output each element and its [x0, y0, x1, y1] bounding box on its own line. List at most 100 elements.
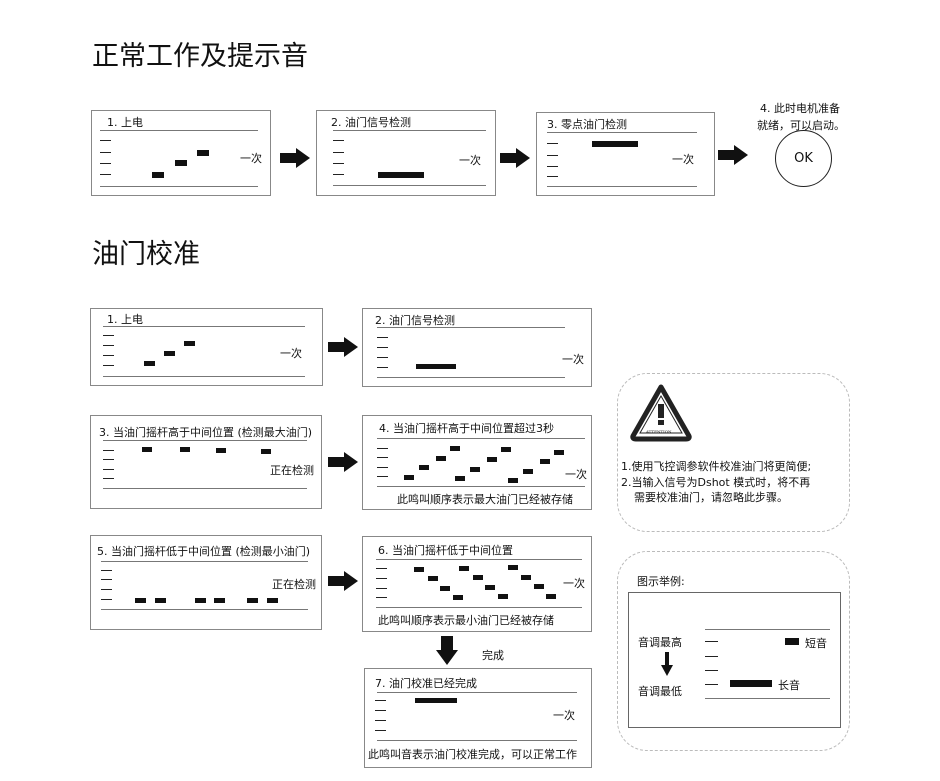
legend-long-label: 长音 — [778, 679, 800, 692]
beep-bar — [415, 698, 457, 703]
calib-step-5-status: 正在检测 — [272, 578, 316, 591]
normal-step-1-title: 1. 上电 — [107, 116, 143, 129]
pitch-level-tick — [103, 459, 114, 460]
beep-bar — [152, 172, 164, 178]
beep-bar — [453, 595, 463, 600]
calib-step-4-caption: 此鸣叫顺序表示最大油门已经被存储 — [397, 493, 573, 506]
normal-step-3-panel — [536, 112, 715, 196]
calib-step-6-caption: 此鸣叫顺序表示最小油门已经被存储 — [378, 614, 554, 627]
staff-top-line — [377, 327, 565, 328]
legend-title: 图示举例: — [637, 575, 685, 588]
calib-step-1-title: 1. 上电 — [107, 313, 143, 326]
pitch-level-tick — [100, 140, 111, 141]
beep-bar — [184, 341, 195, 346]
staff-bottom-line — [377, 377, 565, 378]
beep-bar — [404, 475, 414, 480]
pitch-level-tick — [375, 710, 386, 711]
down-arrow-icon — [436, 650, 458, 665]
beep-bar — [554, 450, 564, 455]
pitch-level-tick — [103, 469, 114, 470]
calib-step-6-count: 一次 — [563, 577, 585, 590]
beep-bar — [546, 594, 556, 599]
right-arrow-shaft — [328, 457, 344, 467]
beep-bar — [180, 447, 190, 452]
pitch-level-tick — [377, 476, 388, 477]
normal-step-1-panel — [91, 110, 271, 196]
staff-top-line — [377, 438, 585, 439]
right-arrow-icon — [344, 452, 358, 472]
staff-top-line — [103, 326, 305, 327]
beep-bar — [267, 598, 278, 603]
attention-box — [617, 373, 850, 532]
beep-bar — [416, 364, 456, 369]
pitch-level-tick — [101, 589, 112, 590]
section-title-calibration: 油门校准 — [92, 239, 200, 270]
pitch-level-tick — [705, 641, 718, 642]
pitch-level-tick — [547, 176, 558, 177]
pitch-level-tick — [103, 450, 114, 451]
beep-bar — [155, 598, 166, 603]
normal-step-2-panel — [316, 110, 496, 196]
beep-bar — [440, 586, 450, 591]
normal-step-1-count: 一次 — [240, 152, 262, 165]
pitch-level-tick — [101, 579, 112, 580]
calib-step-6-panel — [362, 536, 592, 632]
beep-bar — [216, 448, 226, 453]
calib-step-1-count: 一次 — [280, 347, 302, 360]
legend-arrow-shaft — [665, 652, 669, 666]
calib-step-3-panel — [90, 415, 322, 509]
beep-bar — [473, 575, 483, 580]
beep-bar — [485, 585, 495, 590]
pitch-level-tick — [377, 347, 388, 348]
pitch-level-tick — [101, 570, 112, 571]
attention-badge-text: ATTENTION — [646, 429, 672, 434]
attention-warning-icon — [630, 384, 692, 442]
pitch-level-tick — [376, 597, 387, 598]
beep-bar — [501, 447, 511, 452]
normal-step-3-title: 3. 零点油门检测 — [547, 118, 627, 131]
staff-bottom-line — [376, 607, 582, 608]
right-arrow-shaft — [280, 153, 296, 163]
right-arrow-shaft — [328, 576, 344, 586]
pitch-level-tick — [376, 578, 387, 579]
beep-bar — [487, 457, 497, 462]
pitch-level-tick — [377, 448, 388, 449]
staff-top-line — [547, 132, 697, 133]
beep-bar — [247, 598, 258, 603]
beep-bar — [144, 361, 155, 366]
pitch-level-tick — [376, 588, 387, 589]
done-label: 完成 — [482, 649, 504, 662]
pitch-level-tick — [705, 684, 718, 685]
pitch-level-tick — [375, 720, 386, 721]
staff-bottom-line — [103, 376, 305, 377]
beep-bar — [521, 575, 531, 580]
right-arrow-icon — [516, 148, 530, 168]
pitch-level-tick — [375, 730, 386, 731]
beep-bar — [164, 351, 175, 356]
beep-bar — [419, 465, 429, 470]
right-arrow-shaft — [500, 153, 516, 163]
pitch-level-tick — [103, 478, 114, 479]
calib-step-2-title: 2. 油门信号检测 — [375, 314, 455, 327]
legend-pitch-high: 音调最高 — [638, 636, 682, 649]
calib-step-7-title: 7. 油门校准已经完成 — [375, 677, 477, 690]
beep-bar — [214, 598, 225, 603]
pitch-level-tick — [333, 140, 344, 141]
pitch-level-tick — [376, 568, 387, 569]
beep-bar — [428, 576, 438, 581]
pitch-level-tick — [377, 367, 388, 368]
normal-step-3-count: 一次 — [672, 153, 694, 166]
beep-bar — [135, 598, 146, 603]
beep-bar — [455, 476, 465, 481]
beep-bar — [378, 172, 424, 178]
beep-bar — [508, 478, 518, 483]
normal-step-2-count: 一次 — [459, 154, 481, 167]
staff-bottom-line — [547, 186, 697, 187]
beep-bar — [523, 469, 533, 474]
beep-bar — [459, 566, 469, 571]
pitch-level-tick — [377, 467, 388, 468]
staff-top-line — [100, 130, 258, 131]
pitch-level-tick — [103, 355, 114, 356]
staff-bottom-line — [103, 488, 307, 489]
beep-bar — [785, 638, 799, 645]
